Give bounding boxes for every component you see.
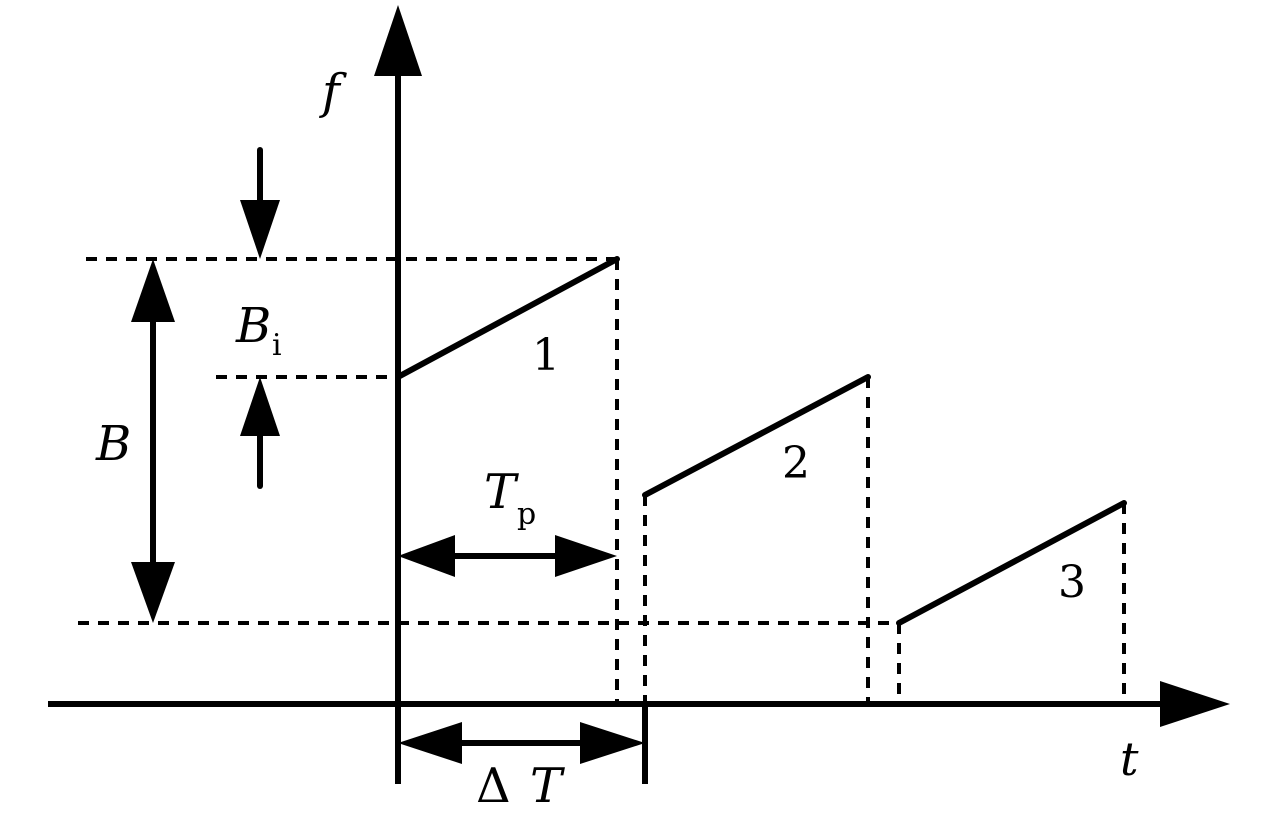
- Tp-arrow-head-right: [555, 535, 617, 577]
- Tp-dimension-arrow: [398, 535, 617, 577]
- chirp-1-label: 1: [532, 330, 560, 381]
- f-axis-label: f: [319, 64, 347, 120]
- t-axis-label: t: [1120, 732, 1139, 786]
- chirp-2-label: 2: [782, 438, 810, 489]
- Bi-dimension-arrows: [240, 147, 280, 489]
- Tp-arrow-head-left: [398, 535, 455, 577]
- Tp-label-subscript: p: [517, 497, 536, 532]
- Bi-arrow-top-head: [240, 200, 280, 259]
- Tp-label-main: T: [484, 464, 519, 520]
- dashed-guides: [78, 257, 1126, 704]
- B-arrow-head-bottom: [131, 562, 175, 623]
- B-arrow-head-top: [131, 259, 175, 322]
- Bi-arrow-bottom-head: [240, 377, 280, 436]
- deltaT-T-symbol: T: [530, 758, 565, 814]
- f-axis-arrowhead: [374, 5, 422, 76]
- B-label: B: [95, 416, 131, 472]
- deltaT-arrow-head-right: [580, 722, 645, 764]
- B-dimension-arrow: [131, 259, 175, 623]
- chirp-2-ramp: [642, 374, 871, 498]
- Bi-label-main: B: [235, 298, 271, 354]
- chirp-3-label: 3: [1058, 557, 1086, 608]
- chirp-ramps: [395, 256, 1127, 626]
- axes: [48, 5, 1230, 784]
- Bi-label-subscript: i: [272, 328, 282, 363]
- deltaT-delta-symbol: Δ: [476, 758, 511, 814]
- t-axis-arrowhead: [1160, 681, 1230, 727]
- chirp-3-ramp: [896, 500, 1127, 626]
- deltaT-arrow-head-left: [398, 722, 462, 764]
- deltaT-dimension-arrow: [398, 704, 648, 784]
- chirp-1-ramp: [395, 256, 620, 380]
